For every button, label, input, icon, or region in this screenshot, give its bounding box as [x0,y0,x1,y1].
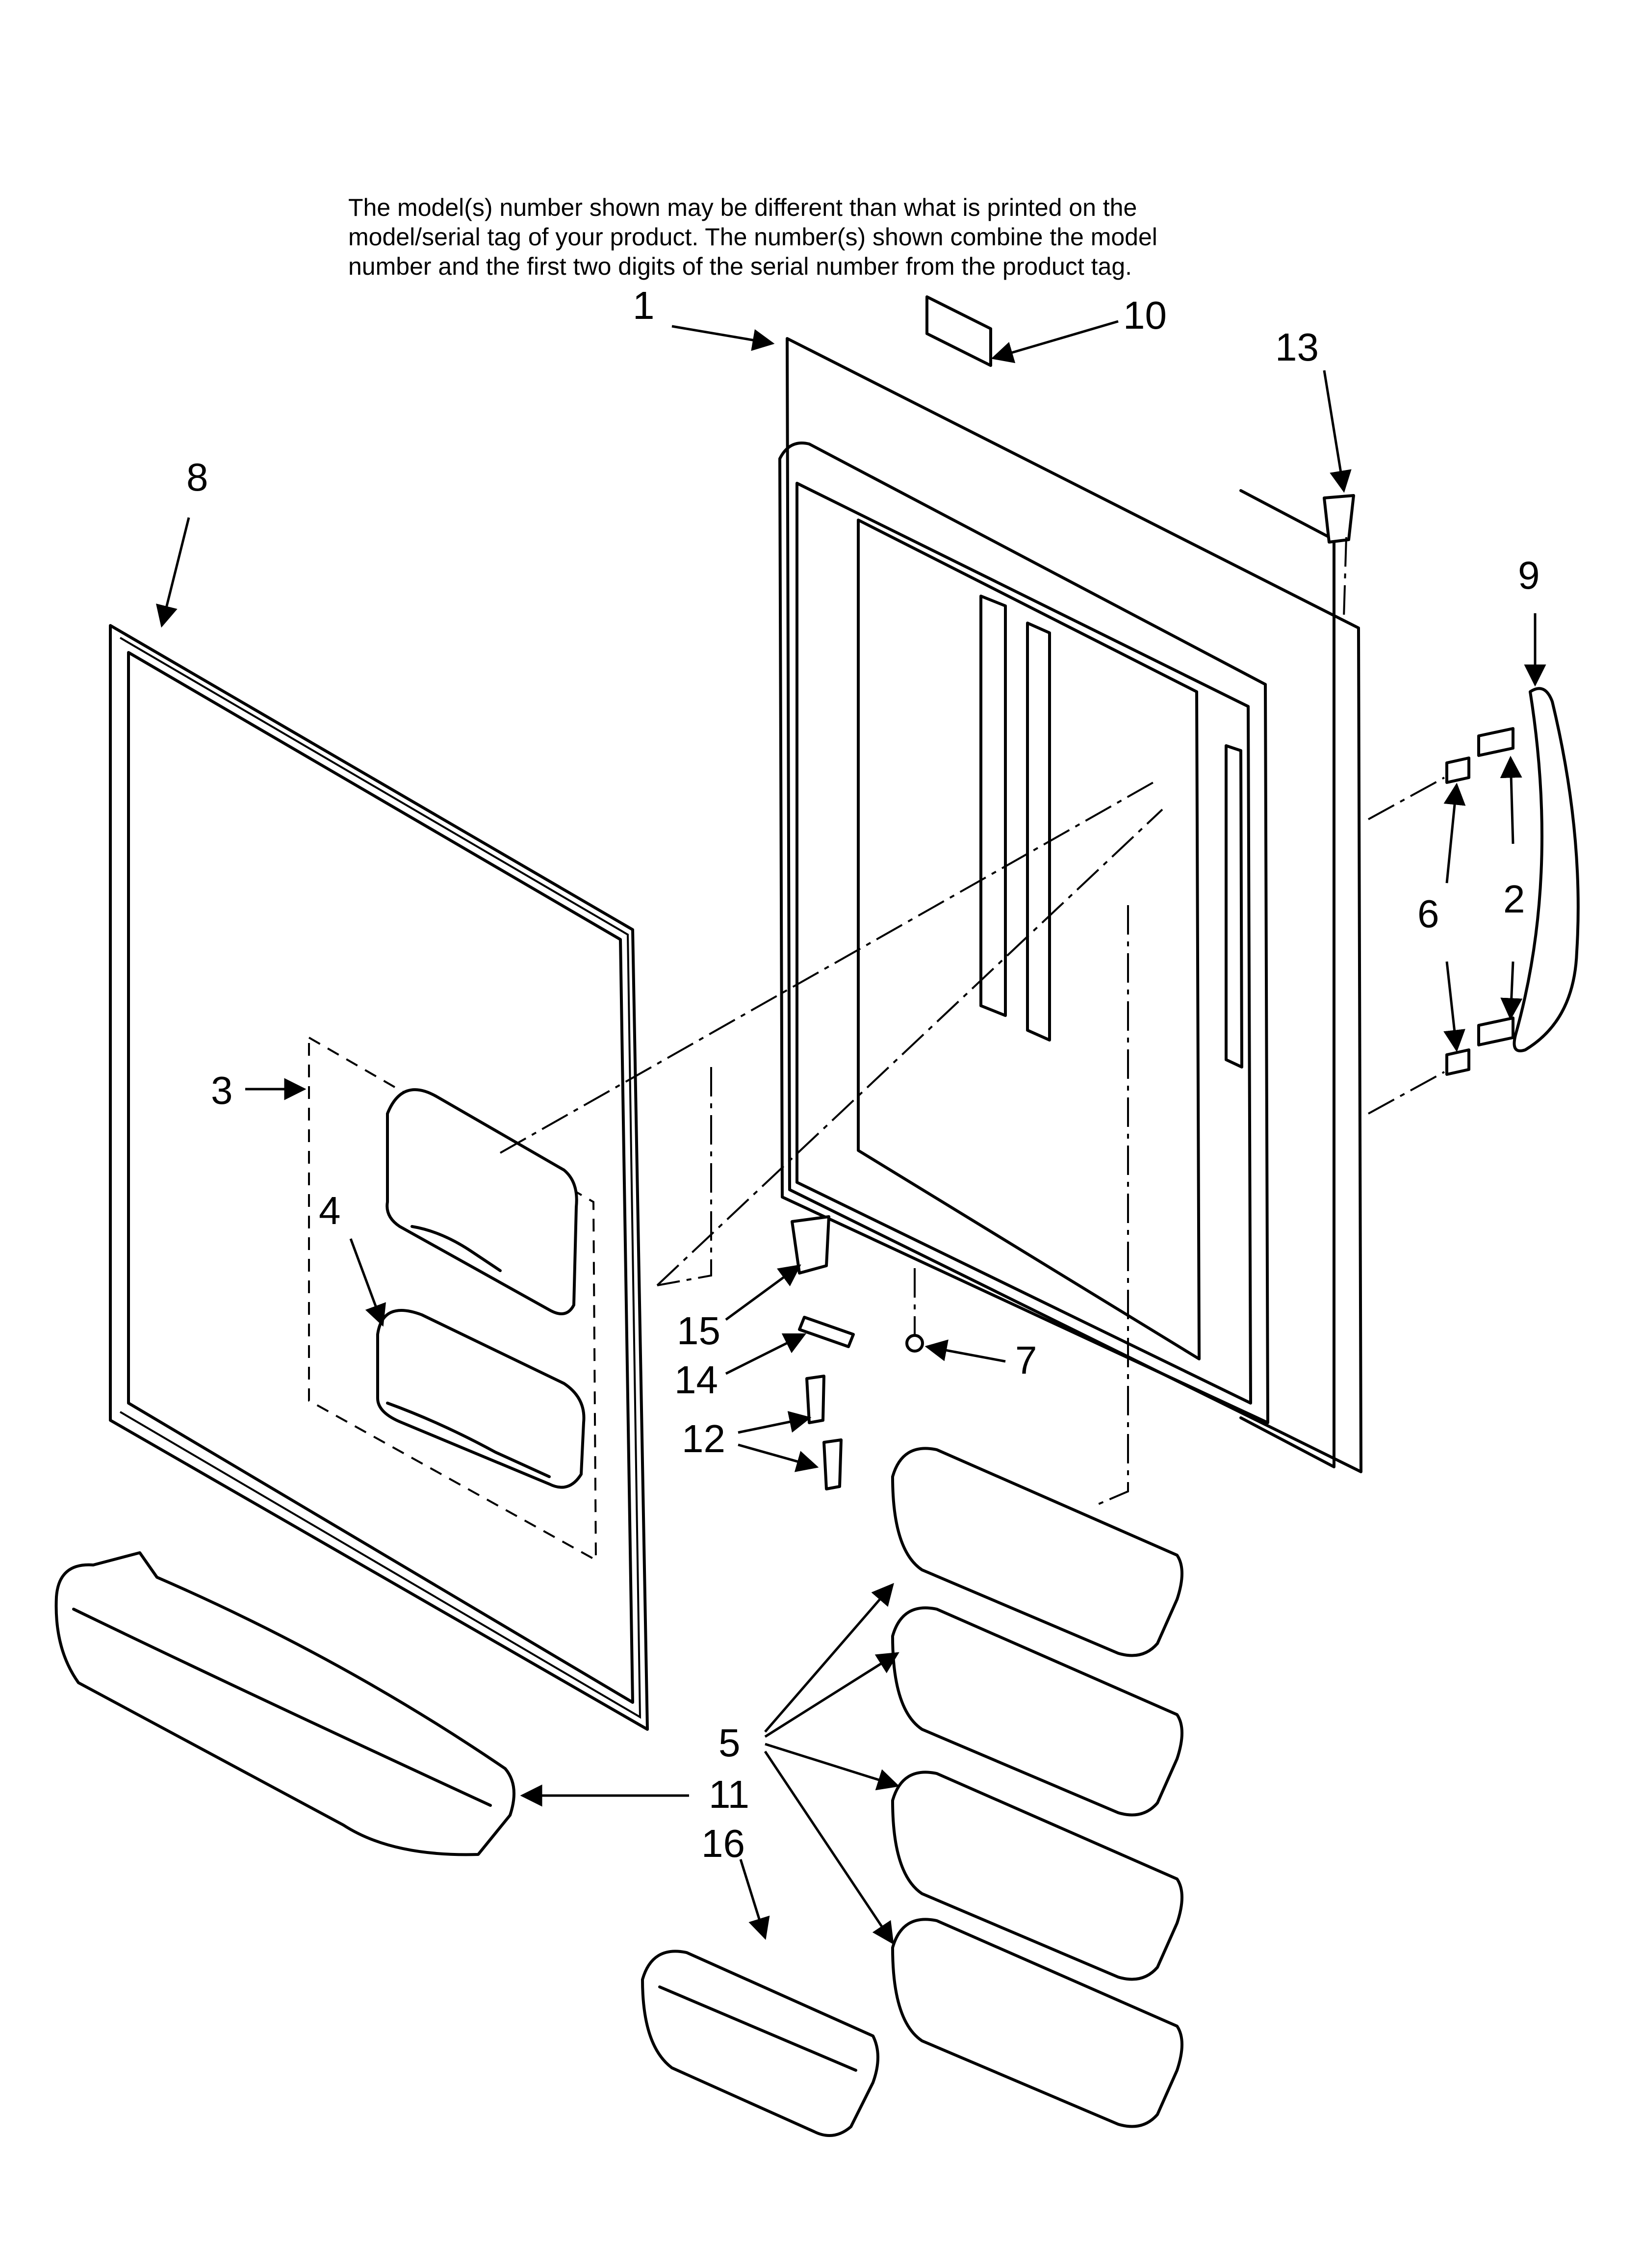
callout-labels: 1 2 3 4 5 6 7 8 9 10 11 12 13 14 15 16 [186,284,1540,1865]
dispenser-group [308,1036,597,1562]
callout-4: 4 [319,1189,341,1232]
callout-8: 8 [186,455,208,499]
callout-14: 14 [674,1358,718,1402]
label-plate [925,295,992,367]
callout-7: 7 [1015,1338,1037,1382]
callout-5: 5 [718,1721,741,1765]
callout-11: 11 [709,1773,749,1816]
leader-lines [155,320,1546,1945]
hardware-parts [791,727,1514,1490]
door-handle [1513,687,1580,1052]
callout-13: 13 [1275,325,1319,369]
callout-10: 10 [1123,293,1167,337]
cap-plug [1323,494,1355,544]
alignment-lines [500,537,1445,1507]
callout-9: 9 [1518,553,1540,597]
callout-15: 15 [677,1309,720,1353]
callout-2: 2 [1503,877,1525,921]
door-bins-stack [891,1447,1183,2128]
small-door-bin [641,1950,879,2137]
model-note-line-2: model/serial tag of your product. The nu… [348,223,1157,251]
inner-door-liner [778,337,1362,1473]
callout-12: 12 [682,1417,725,1460]
dispenser-cover [385,1088,578,1315]
dispenser-tray [376,1309,586,1489]
model-note-line-3: number and the first two digits of the s… [348,253,1132,280]
callout-6: 6 [1417,892,1439,936]
model-note-line-1: The model(s) number shown may be differe… [348,194,1137,221]
callout-16: 16 [701,1822,745,1865]
callout-3: 3 [211,1069,233,1112]
model-note: The model(s) number shown may be differe… [348,194,1157,280]
large-door-bin [54,1551,515,1856]
callout-1: 1 [633,284,655,327]
